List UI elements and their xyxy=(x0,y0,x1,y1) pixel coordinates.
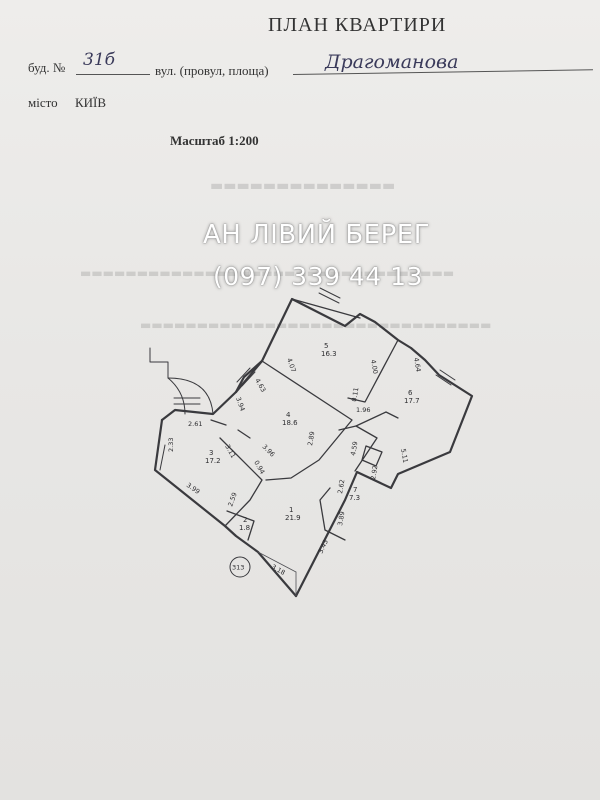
dimension-label: 4.00 xyxy=(369,359,379,375)
dimension-label: 4.07 xyxy=(285,357,297,373)
room-5-area: 16.3 xyxy=(321,350,337,358)
city-value: КИЇВ xyxy=(75,95,107,110)
building-number-value: 31б xyxy=(83,50,116,70)
room-6-area: 17.7 xyxy=(404,397,420,405)
dimension-lines xyxy=(257,551,297,597)
room-2-number: 2 xyxy=(243,516,247,524)
street-label: вул. (провул, площа) xyxy=(155,63,269,78)
dimension-label: 2.61 xyxy=(188,420,202,428)
dimension-label: 3.99 xyxy=(185,481,201,496)
room-6-number: 6 xyxy=(408,389,413,397)
building-number-underline xyxy=(76,74,150,75)
window-marks xyxy=(159,287,456,471)
dimension-label: 2.62 xyxy=(336,479,346,495)
dimension-label: 3.96 xyxy=(261,443,277,459)
dimension-label: 0.11 xyxy=(350,387,360,403)
building-number-label: буд. № xyxy=(28,60,66,75)
room-4-number: 4 xyxy=(286,411,291,419)
room-3-area: 17.2 xyxy=(205,457,221,465)
room-4-area: 18.6 xyxy=(282,419,298,427)
dimension-label: 3.89 xyxy=(336,511,346,527)
outer-walls xyxy=(153,297,474,598)
dimension-label: 4.59 xyxy=(349,441,359,457)
dimension-label: 4.63 xyxy=(253,377,267,394)
dimension-label: 2.92 xyxy=(369,465,379,481)
street-name-value: Драгоманова xyxy=(325,51,459,73)
room-7-number: 7 xyxy=(353,486,357,494)
dimension-label: 2.33 xyxy=(167,438,175,452)
room-2-area: 1.8 xyxy=(239,524,250,532)
dimension-label: 1.96 xyxy=(356,406,370,414)
dimension-label: 2.89 xyxy=(306,431,316,447)
dimension-label: 3.94 xyxy=(234,396,246,412)
stamp-circle xyxy=(229,556,251,578)
room-5-number: 5 xyxy=(324,342,328,350)
dimension-label: 3.11 xyxy=(223,443,237,460)
scale-label: Масштаб 1:200 xyxy=(170,133,259,148)
watermark-phone: (097) 339 44 13 xyxy=(213,262,423,291)
dimension-label: 4.64 xyxy=(412,357,422,373)
bleed-through-text: ▬▬▬▬▬▬▬▬▬▬▬▬▬▬▬▬▬▬▬▬▬▬▬▬▬▬▬▬▬▬▬▬▬ xyxy=(80,266,455,280)
city-label: місто xyxy=(28,95,58,110)
stamp-number: 313 xyxy=(232,564,244,572)
room-7-area: 7.3 xyxy=(349,494,360,502)
dimension-label: 5.11 xyxy=(399,448,409,464)
bleed-through-text: ▬▬▬▬▬▬▬▬▬▬▬▬▬▬ xyxy=(210,178,396,194)
dimension-label: 2.59 xyxy=(226,491,238,507)
room-3-number: 3 xyxy=(209,449,213,457)
dimension-label: 3.43 xyxy=(317,538,330,555)
bleed-through-text: ▬▬▬▬▬▬▬▬▬▬▬▬▬▬▬▬▬▬▬▬▬▬▬▬▬▬▬▬▬▬▬ xyxy=(140,318,492,332)
document-title: ПЛАН КВАРТИРИ xyxy=(268,14,447,36)
room-1-number: 1 xyxy=(289,506,293,514)
interior-walls xyxy=(210,298,399,541)
room-1-area: 21.9 xyxy=(285,514,301,522)
watermark-agency-name: АН ЛІВИЙ БЕРЕГ xyxy=(203,220,431,250)
balcony-and-shaft xyxy=(149,347,214,415)
